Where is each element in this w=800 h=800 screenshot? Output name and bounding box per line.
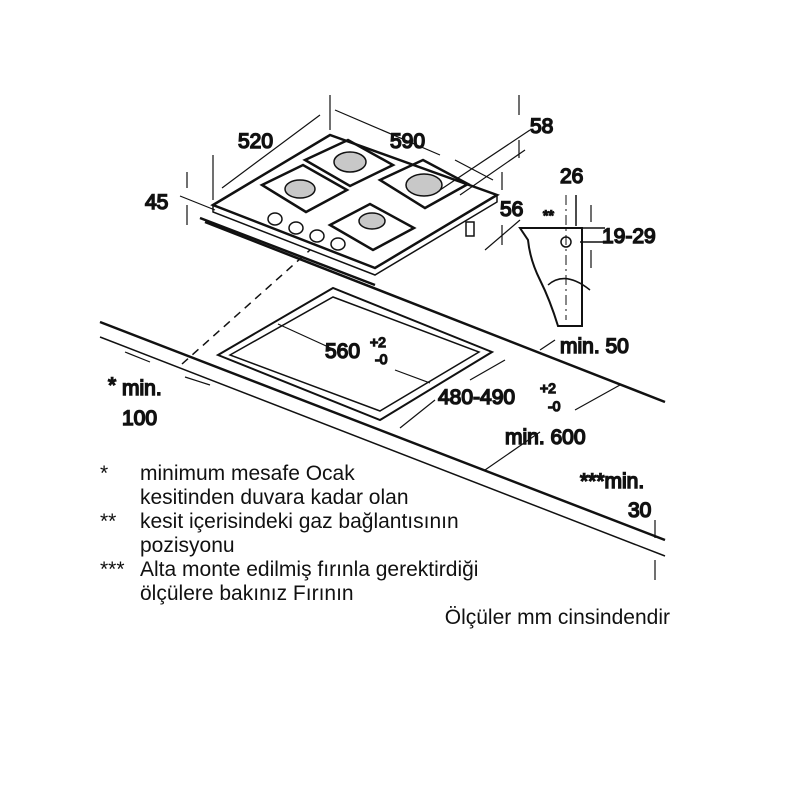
- burner-caps: [284, 151, 443, 230]
- min-wall-value: 100: [122, 407, 157, 430]
- knobs: [267, 212, 475, 251]
- min-thickness-label: ***min.: [580, 470, 644, 493]
- gas-marker: **: [543, 207, 554, 223]
- min-thickness-value: 30: [628, 499, 651, 522]
- note-text: minimum mesafe Ocak: [140, 462, 355, 485]
- note-marker: **: [100, 510, 117, 533]
- note-marker: ***: [100, 558, 125, 581]
- countertop: [99, 220, 666, 557]
- dim-cutout-width: 560: [325, 340, 360, 363]
- hob: [199, 133, 500, 287]
- cutout-depth-tol-plus: +2: [540, 380, 556, 396]
- dim-gas-offset: 26: [560, 165, 583, 188]
- cutout-width-tol-plus: +2: [370, 334, 386, 350]
- footnotes: * minimum mesafe Ocak kesitinden duvara k…: [100, 462, 670, 630]
- note-text: ölçülere bakınız Fırının: [140, 582, 354, 605]
- note-text: kesitinden duvara kadar olan: [140, 486, 409, 509]
- note-2-cont: pozisyonu: [100, 534, 670, 558]
- dim-min-back: min. 50: [560, 335, 629, 358]
- dim-width: 590: [390, 130, 425, 153]
- dim-leg-height: 56: [500, 198, 523, 221]
- note-3: *** Alta monte edilmiş fırınla gerektirdi…: [100, 558, 670, 582]
- burners: [259, 138, 471, 252]
- note-1: * minimum mesafe Ocak: [100, 462, 670, 486]
- min-wall-marker: *: [108, 374, 116, 397]
- cutout-width-tol-minus: -0: [375, 351, 388, 367]
- dimension-lines: [124, 95, 656, 580]
- min-wall-label: min.: [122, 377, 162, 400]
- note-1-cont: kesitinden duvara kadar olan: [100, 486, 670, 510]
- note-2: ** kesit içerisindeki gaz bağlantısının: [100, 510, 670, 534]
- dim-min-worktop: min. 600: [505, 426, 586, 449]
- dim-depth: 520: [238, 130, 273, 153]
- dim-height-back: 58: [530, 115, 553, 138]
- dim-cutout-depth: 480-490: [438, 386, 515, 409]
- units-note: Ölçüler mm cinsindendir: [444, 606, 670, 629]
- note-text: pozisyonu: [140, 534, 235, 557]
- note-text: kesit içerisindeki gaz bağlantısının: [140, 510, 459, 533]
- dim-height-front: 45: [145, 191, 168, 214]
- note-3-cont: ölçülere bakınız Fırının: [100, 582, 670, 606]
- cutout-depth-tol-minus: -0: [548, 398, 561, 414]
- dim-gas-height: 19-29: [602, 225, 656, 248]
- note-text: Alta monte edilmiş fırınla gerektirdiği: [140, 558, 479, 581]
- note-marker: *: [100, 462, 109, 485]
- section-detail: [518, 195, 605, 327]
- cutout: [215, 286, 495, 422]
